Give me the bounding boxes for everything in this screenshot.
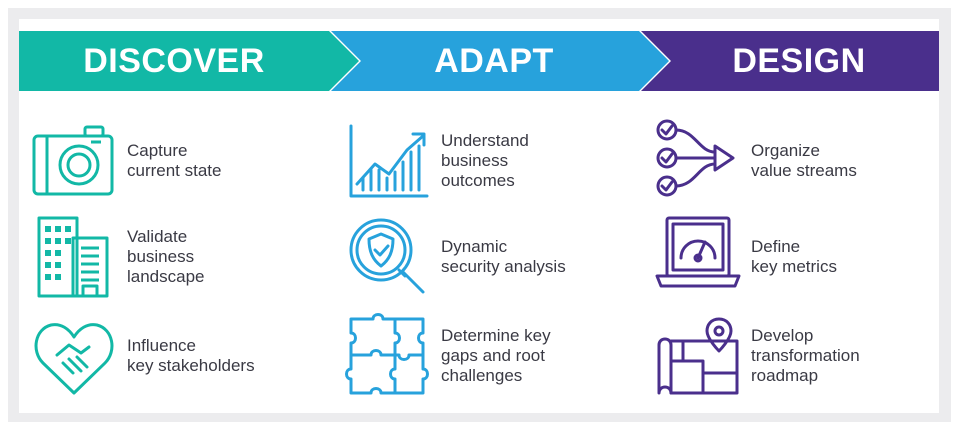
puzzle-icon <box>343 311 433 401</box>
growth-chart-icon <box>343 116 433 206</box>
item-label: Organize value streams <box>751 141 857 180</box>
shield-magnifier-icon <box>343 212 433 302</box>
item-label: Determine key gaps and root challenges <box>441 326 551 385</box>
item-label: Validate business landscape <box>127 227 205 286</box>
handshake-heart-icon <box>29 311 119 401</box>
laptop-gauge-icon <box>653 212 743 302</box>
item-label: Influence key stakeholders <box>127 336 255 375</box>
map-pin-icon <box>653 311 743 401</box>
adapt-chevron <box>331 31 669 91</box>
item-label: Capture current state <box>127 141 222 180</box>
office-building-icon <box>29 212 119 302</box>
process-diagram: DISCOVER ADAPT DESIGN Capture current st… <box>19 19 939 413</box>
item-label: Understand business outcomes <box>441 131 529 190</box>
phase-title-design: DESIGN <box>732 42 866 80</box>
phase-title-discover: DISCOVER <box>83 42 265 80</box>
camera-icon <box>29 116 119 206</box>
item-label: Define key metrics <box>751 237 837 276</box>
item-label: Dynamic security analysis <box>441 237 566 276</box>
value-stream-icon <box>653 116 743 206</box>
discover-chevron <box>19 31 359 91</box>
phase-banner: DISCOVER ADAPT DESIGN <box>19 19 939 102</box>
item-label: Develop transformation roadmap <box>751 326 860 385</box>
design-chevron <box>641 31 939 91</box>
phase-title-adapt: ADAPT <box>434 42 554 80</box>
